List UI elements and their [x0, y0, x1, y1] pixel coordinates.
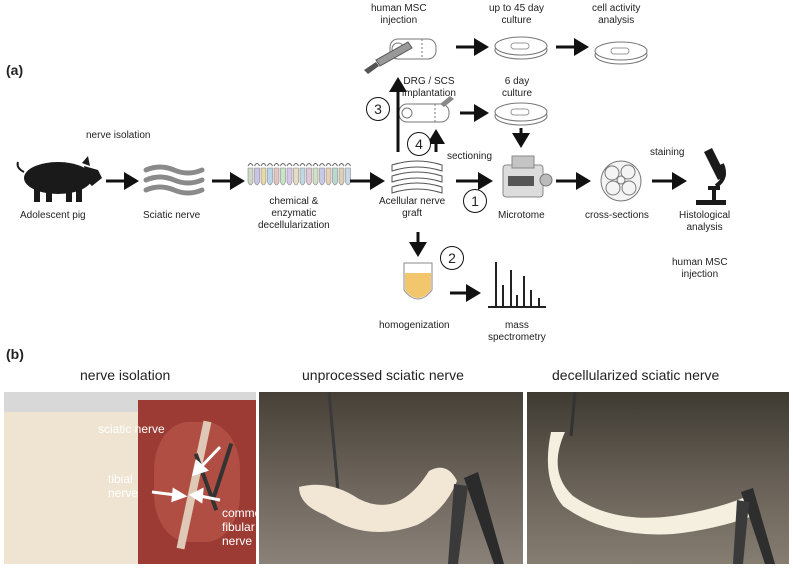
- tube-rack-icon: [247, 163, 351, 186]
- annotation-common-fibular: commonfibularnerve: [222, 506, 256, 548]
- sciatic-nerve-icon: [143, 164, 205, 196]
- label-pig: Adolescent pig: [20, 210, 86, 221]
- step-1-marker: 1: [463, 189, 487, 213]
- pig-icon: [16, 156, 102, 202]
- step-2-marker: 2: [440, 246, 464, 270]
- photo-title-unprocessed: unprocessed sciatic nerve: [302, 367, 464, 383]
- photo-unprocessed-nerve: [259, 392, 523, 564]
- workflow-diagram: [16, 36, 726, 308]
- label-microtome: Microtome: [498, 210, 545, 221]
- cell-activity-dish-icon: [594, 41, 648, 65]
- label-homogenization: homogenization: [379, 320, 450, 331]
- syringe-icon: [364, 38, 437, 74]
- panel-label-a: (a): [6, 62, 24, 78]
- annotation-sciatic-nerve: sciatic nerve: [98, 422, 165, 436]
- photo-title-nerve-isolation: nerve isolation: [80, 367, 171, 383]
- edge-label-staining: staining: [650, 147, 685, 158]
- microscope-icon: [696, 148, 726, 205]
- homogenization-tube-icon: [403, 262, 433, 300]
- label-cross-sections: cross-sections: [585, 210, 649, 221]
- photo-title-decellularized: decellularized sciatic nerve: [552, 367, 720, 383]
- flow-arrows: [106, 38, 687, 302]
- photo-decellularized-nerve: [527, 392, 789, 564]
- step-3-marker: 3: [366, 97, 390, 121]
- nerve-graft-icon: [391, 160, 443, 194]
- photo-annotation-arrows: [151, 445, 222, 504]
- panel-label-b: (b): [6, 346, 24, 362]
- culture-dish-6-icon: [494, 102, 548, 126]
- edge-label-sectioning: sectioning: [447, 151, 493, 162]
- microtome-icon: [502, 155, 553, 198]
- edge-label-nerve-isolation: nerve isolation: [86, 130, 151, 141]
- drg-implant-icon: [398, 96, 454, 123]
- label-sciatic: Sciatic nerve: [143, 210, 201, 221]
- culture-dish-45-icon: [494, 36, 548, 60]
- cross-section-icon: [600, 160, 642, 202]
- step-4-marker: 4: [407, 132, 431, 156]
- mass-spectrum-icon: [488, 262, 546, 308]
